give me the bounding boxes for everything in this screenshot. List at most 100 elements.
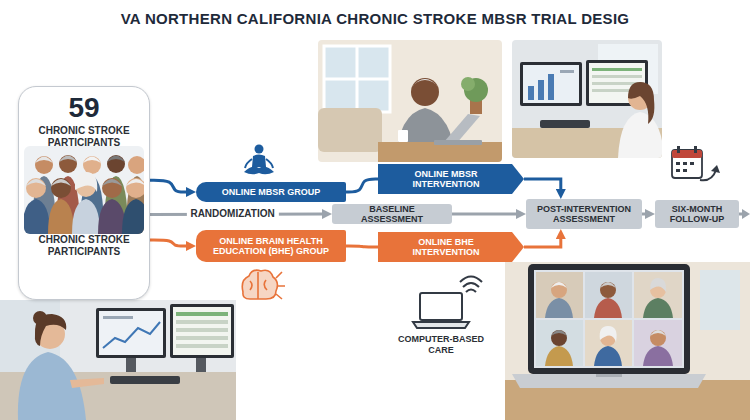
call-tile: [536, 272, 583, 318]
participant-group-photo-part: [59, 155, 77, 173]
office-photo-part: [618, 112, 662, 158]
call-tile-part: [536, 320, 583, 366]
participant-group-photo-part: [26, 179, 46, 186]
flow-connector: [346, 246, 378, 247]
office-photo-part: [560, 70, 574, 73]
living-room-photo-part: [398, 130, 408, 142]
analyst-desk-photo-part: [176, 328, 228, 332]
laptop-icon-part: [466, 290, 476, 293]
call-tile-part: [551, 330, 567, 346]
participant-group-photo-part: [48, 199, 74, 234]
call-tile-part: [643, 346, 673, 366]
laptop-icon-part: [460, 277, 482, 283]
continuation-arrow-part: [739, 213, 743, 216]
calendar-icon-part: [677, 146, 680, 153]
brain-icon-part: [250, 272, 267, 299]
participant-group-photo-part: [102, 179, 122, 186]
node-text: CHRONIC STROKE PARTICIPANTS: [25, 125, 143, 148]
node-text: ONLINE MBSR GROUP: [222, 187, 321, 197]
living-room-photo-part: [324, 78, 390, 81]
analyst-desk-photo-part: [176, 312, 228, 316]
call-tile-part: [594, 346, 622, 366]
calendar-icon-part: [683, 169, 687, 172]
call-tile-part: [600, 282, 616, 288]
video-call-photo-part: [505, 262, 750, 420]
laptop-icon-part: [463, 283, 479, 287]
call-tile: [536, 320, 583, 366]
video-call-photo-part: [700, 270, 740, 330]
icon-caption: COMPUTER-BASED CARE: [386, 334, 496, 356]
analyst-desk-photo-part: [110, 376, 180, 384]
brain-icon-part: [276, 272, 285, 299]
call-tile-part: [551, 330, 567, 336]
video-call-photo: [505, 262, 750, 420]
living-room-photo-part: [444, 114, 480, 144]
meditation-icon-part: [252, 155, 266, 168]
call-tile-part: [650, 278, 666, 292]
living-room-photo-part: [461, 77, 475, 91]
analyst-desk-photo-part: [70, 378, 104, 388]
participant-group-photo-part: [56, 176, 80, 234]
participant-group-photo-part: [126, 179, 144, 186]
group-box: ONLINE MBSR GROUP: [196, 182, 346, 202]
analyst-desk-photo-part: [196, 358, 206, 372]
call-tile-part: [600, 326, 617, 342]
office-photo-part: [540, 120, 590, 128]
participant-group-photo-part: [75, 172, 97, 192]
call-tile-part: [545, 346, 573, 366]
participant-group-photo-part: [72, 199, 100, 234]
laptop-icon: [413, 277, 482, 329]
analyst-desk-photo-part: [99, 311, 163, 355]
participant-group-photo-part: [104, 176, 128, 234]
calendar-icon-part: [694, 146, 697, 153]
video-call-photo-part: [596, 374, 622, 377]
intervention-arrow: ONLINE BHE INTERVENTION: [378, 232, 524, 262]
calendar-icon-part: [672, 150, 702, 178]
analyst-desk-photo-part: [0, 300, 236, 420]
participant-group-photo: [24, 146, 144, 234]
continuation-arrow: [739, 209, 750, 219]
participant-group-photo-part: [24, 199, 50, 234]
office-photo-part: [592, 68, 642, 71]
office-photo-part: [548, 74, 554, 100]
meditation-icon-part: [266, 159, 273, 168]
call-tile-part: [551, 282, 567, 288]
calendar-icon-part: [683, 162, 687, 165]
office-photo: [512, 40, 662, 158]
calendar-icon: [672, 146, 720, 180]
call-tile-part: [600, 282, 616, 298]
analyst-desk-photo-part: [103, 322, 160, 348]
calendar-icon-part: [672, 150, 702, 158]
call-tile-part: [650, 330, 666, 346]
call-tile-part: [545, 298, 573, 318]
node-text: POST-INTERVENTION ASSESSMENT: [532, 204, 636, 224]
call-tile: [585, 320, 632, 366]
analyst-desk-photo-part: [176, 336, 228, 340]
living-room-photo-part: [318, 108, 382, 152]
analyst-desk-photo-part: [33, 311, 47, 325]
flow-connector: [642, 213, 645, 216]
laptop-icon-part: [420, 293, 462, 320]
participant-group-photo-part: [51, 178, 71, 198]
brain-icon: [242, 270, 285, 299]
call-tile-part: [594, 298, 622, 318]
office-photo-part: [628, 82, 654, 124]
participant-group-photo-part: [59, 156, 77, 163]
participant-group-photo-part: [126, 178, 144, 198]
flow-connector: [150, 180, 186, 192]
participant-group-photo-part: [35, 156, 53, 174]
participant-group-photo-part: [102, 178, 122, 198]
call-tile: [634, 320, 682, 366]
assessment-box: POST-INTERVENTION ASSESSMENT: [526, 199, 642, 229]
participant-group-photo-part: [51, 179, 71, 186]
living-room-photo-part: [324, 46, 390, 112]
calendar-icon-part: [676, 169, 680, 172]
calendar-icon-part: [676, 162, 680, 165]
participant-group-photo-part: [83, 157, 101, 164]
participant-group-photo-part: [83, 156, 101, 174]
node-text: ONLINE BHE INTERVENTION: [384, 237, 508, 257]
participant-group-photo-part: [107, 155, 125, 173]
call-tile: [634, 272, 682, 318]
arrow-outline: [378, 164, 524, 194]
